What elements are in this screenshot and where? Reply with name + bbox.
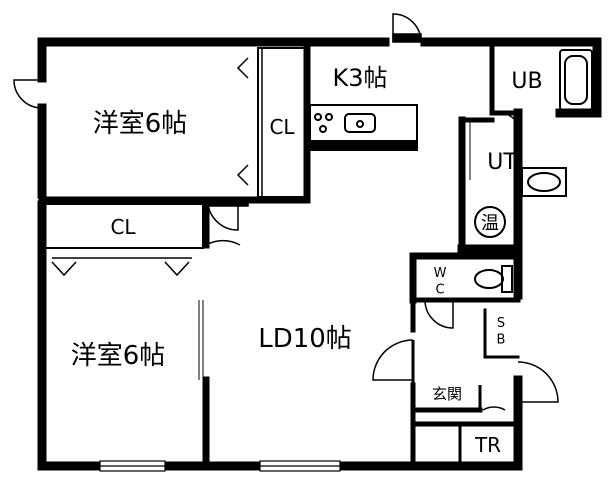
closets [44,47,308,277]
water-heater-circle [474,206,506,238]
toilet-bowl [474,269,504,289]
door-wc [424,299,454,329]
label-water-heater: 温 [481,213,499,234]
door-bedroom1 [207,203,239,231]
label-western-room-upper: 洋室6帖 [93,109,188,139]
closet-upper-door-2 [236,164,249,186]
label-entrance: 玄関 [432,385,462,403]
counter-edge [309,140,418,151]
label-trunk-room: TR [474,433,501,457]
washbasin-bowl [527,172,561,192]
bathtub [559,49,593,111]
doors [13,13,559,411]
bath-fixtures [474,49,593,293]
door-entrance-inner [372,339,414,381]
sink [344,113,376,133]
label-unit-bath: UB [511,69,542,94]
door-bedroom1-leaf [207,199,249,207]
label-living-dining: LD10帖 [258,324,352,354]
stove-burner-1 [314,113,322,121]
label-closet-upper: CL [269,115,295,139]
closet-lower-door-1 [51,261,77,277]
closet-upper-door-1 [236,57,249,79]
door-top-leaf [392,33,422,43]
label-western-room-lower: 洋室6帖 [71,341,166,371]
closet-upper-outline [257,47,308,198]
sliding-bedroom2 [198,300,204,380]
door-bedroom2 [205,239,241,246]
label-closet-lower: CL [110,215,136,239]
washbasin [521,167,567,197]
bathtub-inner [564,55,588,105]
closet-lower-door-2 [164,261,190,277]
stove-burner-3 [319,125,327,133]
door-entrance-small [482,406,506,411]
sink-drain [356,120,364,128]
label-kitchen: K3帖 [332,64,387,92]
door-ub [496,112,519,126]
windows [99,460,341,472]
door-main-entry [517,361,559,403]
stove-burner-2 [325,113,333,121]
label-utility: UT [487,150,517,175]
kitchen-counter [309,104,418,151]
door-left [13,79,43,109]
